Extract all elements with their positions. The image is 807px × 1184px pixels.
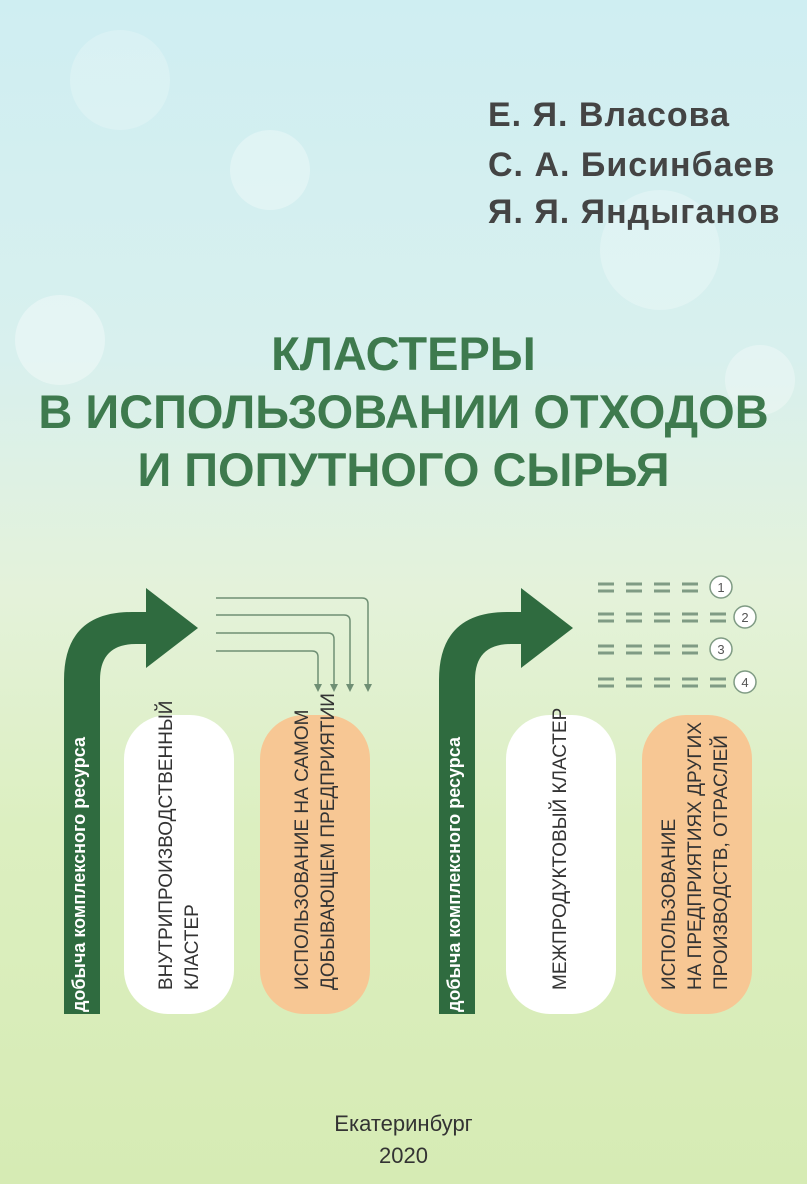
- author-name: Я. Я. Яндыганов: [488, 193, 781, 231]
- pill-inter-product-cluster: [506, 715, 616, 1014]
- curved-arrow-left: [64, 588, 198, 1014]
- author-name: Е. Я. Власова: [488, 96, 731, 134]
- number-label: 3: [717, 642, 724, 657]
- book-title: КЛАСТЕРЫ В ИСПОЛЬЗОВАНИИ ОТХОДОВ И ПОПУТ…: [0, 325, 807, 499]
- pill-label: Использование на самом добывающем предпр…: [292, 693, 339, 990]
- pill-label: Использование на предприятиях других про…: [659, 722, 732, 990]
- stem-label: добыча комплексного ресурса: [444, 737, 464, 1012]
- number-label: 4: [741, 675, 748, 690]
- number-label: 1: [717, 580, 724, 595]
- number-label: 2: [741, 610, 748, 625]
- publisher-info: Екатеринбург 2020: [0, 1108, 807, 1172]
- pill-label: Внутрипроизводственный кластер: [156, 700, 203, 990]
- title-line: КЛАСТЕРЫ: [271, 327, 536, 380]
- year: 2020: [379, 1143, 428, 1168]
- number-circles: [709, 575, 757, 694]
- flow-lines: [216, 597, 369, 688]
- stem-label: добыча комплексного ресурса: [69, 737, 89, 1012]
- title-line: И ПОПУТНОГО СЫРЬЯ: [137, 443, 670, 496]
- author-name: С. А. Бисинбаев: [488, 146, 776, 184]
- city: Екатеринбург: [334, 1111, 473, 1136]
- dashed-lines: [598, 582, 730, 688]
- title-line: В ИСПОЛЬЗОВАНИИ ОТХОДОВ: [38, 385, 769, 438]
- flow-arrowheads: [314, 684, 372, 692]
- pill-same-enterprise: [260, 715, 370, 1014]
- pill-intra-cluster: [124, 715, 234, 1014]
- pill-label: Межпродуктовый кластер: [550, 707, 571, 990]
- pill-other-industries: [642, 715, 752, 1014]
- curved-arrow-right: [439, 588, 573, 1014]
